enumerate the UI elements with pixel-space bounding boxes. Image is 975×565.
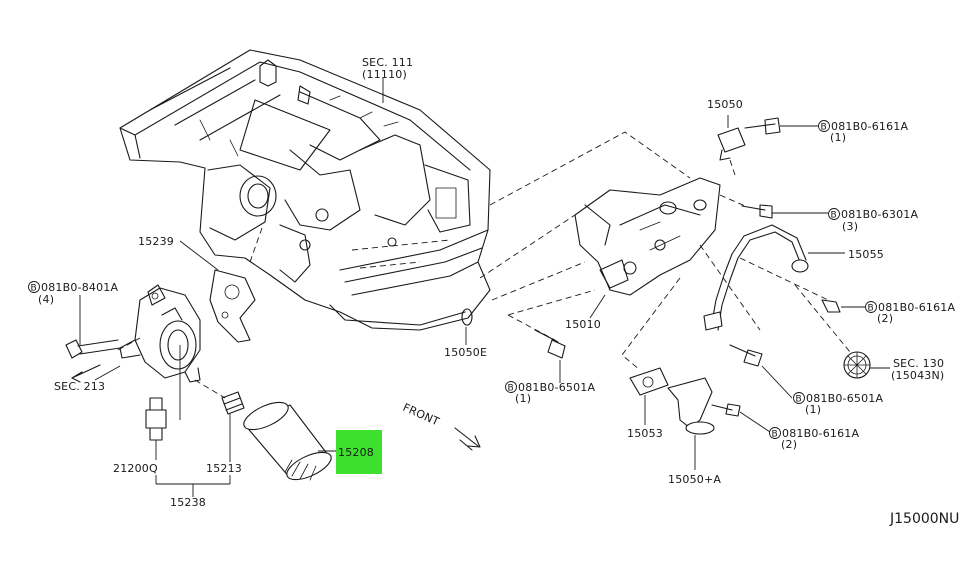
label-15050e: 15050E <box>444 346 487 359</box>
bolt-symbol-text: B <box>831 211 837 221</box>
label-sec213: SEC. 213 <box>54 380 105 393</box>
label-15238: 15238 <box>170 496 206 509</box>
bolt-symbol-text: B <box>796 395 802 405</box>
label-081b0-8401a: 081B0-8401A <box>41 281 119 294</box>
label-15043n: (15043N) <box>891 369 944 382</box>
bolt-symbol-icon <box>865 301 877 313</box>
connector-15213-drawing <box>221 391 245 415</box>
label-15208: 15208 <box>338 446 374 459</box>
bolt-symbol-icon <box>828 208 840 220</box>
front-arrow-icon <box>454 427 481 451</box>
bolt-symbol-icon <box>28 281 40 293</box>
label-sec111: SEC. 111 <box>362 56 413 69</box>
assembly-dashed-lines <box>117 131 851 399</box>
gasket-15239-drawing <box>209 269 256 343</box>
oil-filter-drawing <box>243 401 332 481</box>
label-qty-2-mid: (2) <box>877 312 893 325</box>
bolt-6501a-right-drawing <box>729 344 763 367</box>
label-15050: 15050 <box>707 98 743 111</box>
pipe-15055-drawing <box>703 224 809 331</box>
bolt-6501a-left-drawing <box>534 329 566 359</box>
label-081b0-6501a-right: 081B0-6501A <box>806 392 884 405</box>
bolt-symbol-icon <box>505 381 517 393</box>
bolt-symbol-text: B <box>31 284 37 294</box>
label-11110: (11110) <box>362 68 407 81</box>
label-15055: 15055 <box>848 248 884 261</box>
label-qty-1-top: (1) <box>830 131 846 144</box>
part-15208-highlight <box>336 430 382 474</box>
engine-block-drawing <box>119 49 491 331</box>
bolt-symbol-text: B <box>508 384 514 394</box>
label-15050a: 15050+A <box>668 473 721 486</box>
label-15239: 15239 <box>138 235 174 248</box>
oil-cooler-drawing <box>574 177 721 296</box>
gear-sec130-drawing <box>843 351 871 379</box>
bolt-symbol-text: B <box>868 304 874 314</box>
bolt-symbol-icon <box>769 427 781 439</box>
label-081b0-6301a: 081B0-6301A <box>841 208 919 221</box>
bolt-symbol-text: B <box>772 430 778 440</box>
leader-lines <box>79 78 890 497</box>
connector-15050a-drawing <box>667 377 715 435</box>
sec213-arrow-icon <box>71 364 101 383</box>
bolt-6161a-top-drawing <box>744 117 781 135</box>
bolt-8401a-drawing <box>65 339 121 359</box>
label-15010: 15010 <box>565 318 601 331</box>
label-qty-1-left: (1) <box>515 392 531 405</box>
o-ring-15050e-drawing <box>461 308 473 326</box>
bolt-6161a-bot-drawing <box>711 403 741 417</box>
label-front: FRONT <box>401 401 442 429</box>
label-sec130: SEC. 130 <box>893 357 944 370</box>
bolt-symbol-text: B <box>821 123 827 133</box>
label-081b0-6161a-bot: 081B0-6161A <box>782 427 860 440</box>
label-15053: 15053 <box>627 427 663 440</box>
bolt-6161a-mid-drawing <box>821 299 841 313</box>
label-081b0-6161a-top: 081B0-6161A <box>831 120 909 133</box>
bolt-symbol-icon <box>818 120 830 132</box>
label-qty-2-bot: (2) <box>781 438 797 451</box>
label-qty-1-right: (1) <box>805 403 821 416</box>
oil-pressure-switch-drawing <box>145 397 167 441</box>
label-qty-3: (3) <box>842 220 858 233</box>
bolt-6301a-drawing <box>741 204 773 219</box>
gasket-15053-drawing <box>629 367 669 396</box>
diagram-code: J15000NU <box>889 511 959 527</box>
label-081b0-6501a-left: 081B0-6501A <box>518 381 596 394</box>
oil-filter-bracket-drawing <box>119 284 201 383</box>
label-15213: 15213 <box>206 462 242 475</box>
label-21200q: 21200Q <box>113 462 158 475</box>
label-qty-4: (4) <box>38 293 54 306</box>
label-081b0-6161a-mid: 081B0-6161A <box>878 301 956 314</box>
bolt-symbol-icon <box>793 392 805 404</box>
pipe-15050-drawing <box>717 127 746 161</box>
